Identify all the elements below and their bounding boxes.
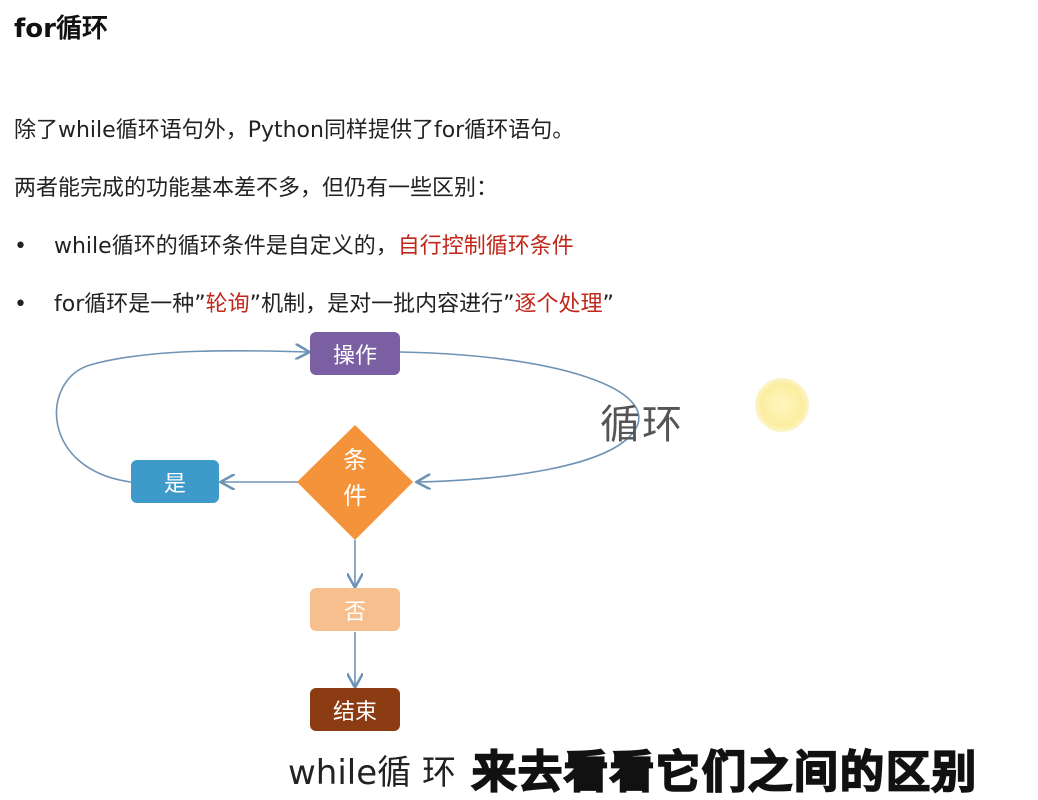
- bullet-dot: •: [14, 234, 27, 259]
- bullet-for: • for循环是一种”轮询”机制，是对一批内容进行”逐个处理”: [14, 286, 614, 318]
- arrow-yes-to-operate: [55, 351, 308, 483]
- caption-handwritten: while循 环: [288, 753, 456, 793]
- bullet-for-highlight-1: 轮询: [205, 292, 250, 317]
- condition-label-line2: 件: [343, 482, 367, 510]
- video-subtitle: 来去看看它们之间的区别: [471, 746, 978, 799]
- bullet-dot: •: [14, 292, 27, 317]
- cursor-highlight: [755, 378, 809, 432]
- condition-node-label: 条 件: [330, 442, 380, 514]
- no-node: 否: [310, 588, 400, 631]
- bullet-for-text-3: ”: [602, 292, 614, 317]
- intro-line: 除了while循环语句外，Python同样提供了for循环语句。: [14, 118, 575, 143]
- bullet-while: • while循环的循环条件是自定义的，自行控制循环条件: [14, 228, 574, 260]
- difference-line: 两者能完成的功能基本差不多，但仍有一些区别：: [14, 176, 499, 201]
- end-node: 结束: [310, 688, 400, 731]
- slide-title: for循环: [14, 14, 108, 44]
- bullet-while-text: while循环的循环条件是自定义的，: [54, 234, 398, 259]
- condition-diamond: [297, 425, 413, 540]
- condition-label-line1: 条: [343, 446, 367, 474]
- loop-handwritten-label: 循环: [600, 402, 684, 448]
- arrow-operate-to-condition: [399, 351, 640, 482]
- operate-node: 操作: [310, 332, 400, 375]
- bullet-for-text-1: for循环是一种”: [54, 292, 206, 317]
- bullet-while-highlight: 自行控制循环条件: [397, 234, 574, 259]
- bullet-for-text-2: ”机制，是对一批内容进行”: [249, 292, 515, 317]
- yes-node: 是: [131, 460, 219, 503]
- bullet-for-highlight-2: 逐个处理: [514, 292, 603, 317]
